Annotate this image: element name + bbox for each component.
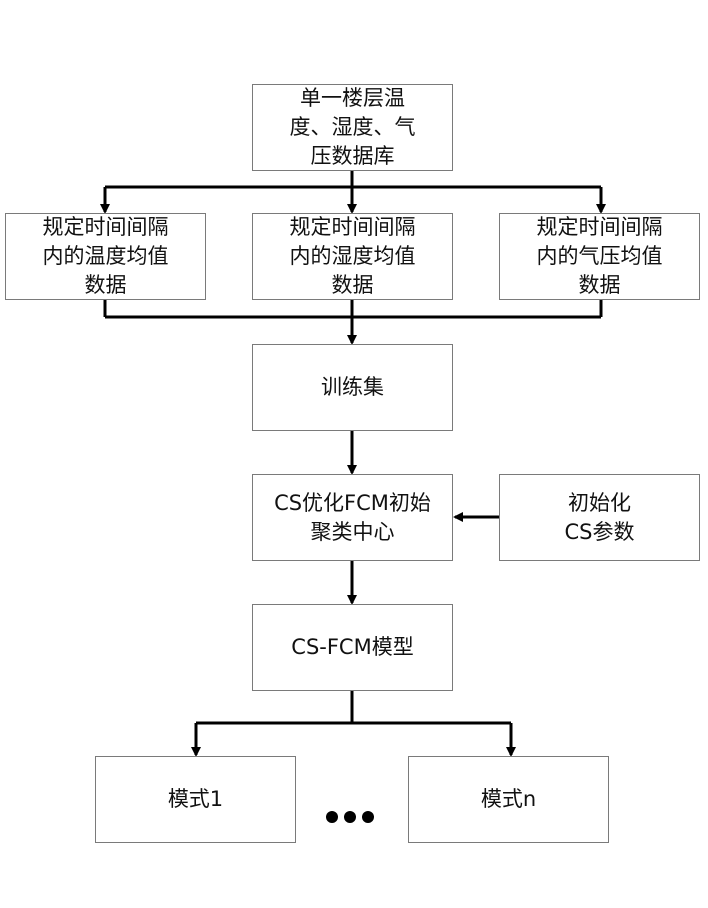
box-label-line: 训练集 xyxy=(321,373,384,402)
box-label-line: 数据 xyxy=(85,271,127,300)
init-cs-box: 初始化CS参数 xyxy=(499,474,700,561)
box-label-line: 内的湿度均值 xyxy=(290,242,416,271)
temperature-mean-box: 规定时间间隔内的温度均值数据 xyxy=(5,213,206,300)
box-label-line: 规定时间间隔 xyxy=(43,213,169,242)
box-label-line: 初始化 xyxy=(568,489,631,518)
cs-optimize-box: CS优化FCM初始聚类中心 xyxy=(252,474,453,561)
mode-1-box: 模式1 xyxy=(95,756,296,843)
box-label-line: 单一楼层温 xyxy=(300,84,405,113)
mode-n-box: 模式n xyxy=(408,756,609,843)
box-label-line: 内的气压均值 xyxy=(537,242,663,271)
pressure-mean-box: 规定时间间隔内的气压均值数据 xyxy=(499,213,700,300)
box-label-line: CS参数 xyxy=(565,518,635,547)
box-label-line: 规定时间间隔 xyxy=(537,213,663,242)
model-box: CS-FCM模型 xyxy=(252,604,453,691)
box-label-line: CS-FCM模型 xyxy=(291,633,413,662)
box-label-line: 规定时间间隔 xyxy=(290,213,416,242)
box-label-line: 模式n xyxy=(481,785,536,814)
box-label-line: 模式1 xyxy=(168,785,223,814)
box-label-line: 内的温度均值 xyxy=(43,242,169,271)
box-label-line: CS优化FCM初始 xyxy=(274,489,431,518)
box-label-line: 数据 xyxy=(332,271,374,300)
box-label-line: 压数据库 xyxy=(311,142,395,171)
training-set-box: 训练集 xyxy=(252,344,453,431)
humidity-mean-box: 规定时间间隔内的湿度均值数据 xyxy=(252,213,453,300)
box-label-line: 数据 xyxy=(579,271,621,300)
ellipsis-icon xyxy=(318,802,382,832)
box-label-line: 聚类中心 xyxy=(311,518,395,547)
database-box: 单一楼层温度、湿度、气压数据库 xyxy=(252,84,453,171)
box-label-line: 度、湿度、气 xyxy=(290,113,416,142)
